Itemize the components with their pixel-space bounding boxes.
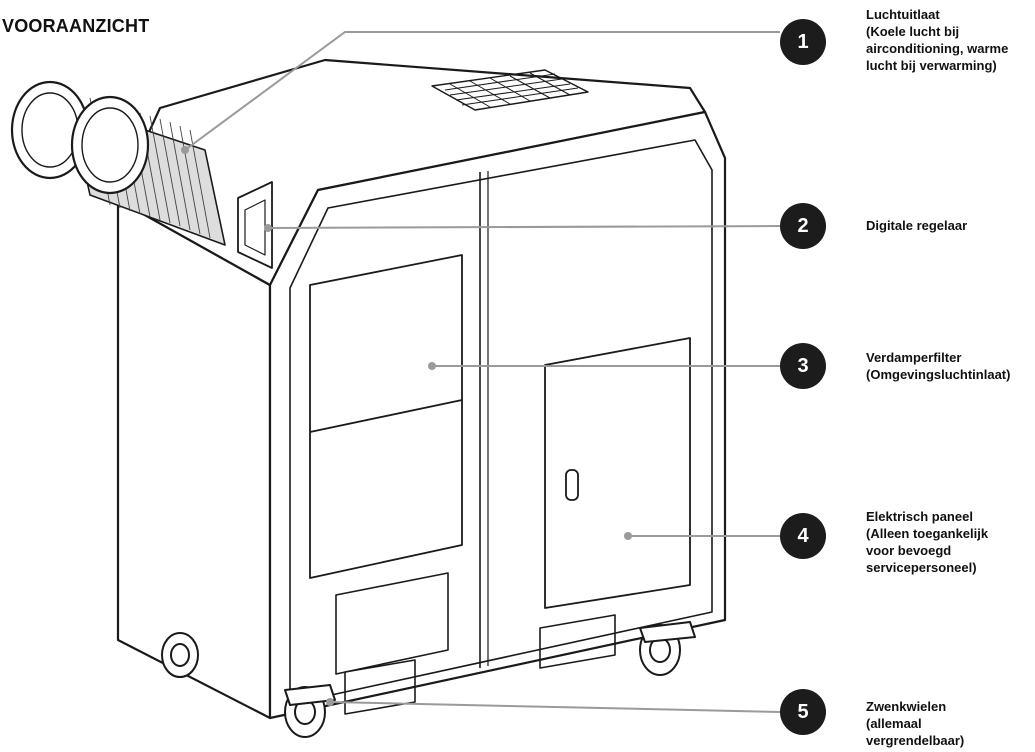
electrical-panel-door — [544, 337, 691, 609]
exhaust-hoses — [10, 80, 226, 246]
swivel-casters — [161, 621, 696, 738]
control-panel — [237, 181, 273, 269]
callout-label-5: Zwenkwielen (allemaal vergrendelbaar) — [866, 699, 965, 748]
page-title: VOORAANZICHT — [2, 16, 150, 36]
evaporator-filter — [309, 254, 463, 579]
callout-badge-5: 5 — [780, 689, 826, 735]
callout-badge-3: 3 — [780, 343, 826, 389]
callout-label-3: Verdamperfilter (Omgevingsluchtinlaat) — [866, 350, 1011, 382]
callout-badge-1: 1 — [780, 19, 826, 65]
callout-label-4: Elektrisch paneel (Alleen toegankelijk v… — [866, 509, 989, 575]
front-panel — [268, 110, 727, 720]
callout-badge-4: 4 — [780, 513, 826, 559]
callout-label-2: Digitale regelaar — [866, 218, 968, 233]
top-grille — [431, 69, 589, 111]
callout-badge-2: 2 — [780, 203, 826, 249]
callout-label-1: Luchtuitlaat (Koele lucht bij airconditi… — [866, 7, 1009, 73]
leader-lines — [184, 31, 781, 713]
